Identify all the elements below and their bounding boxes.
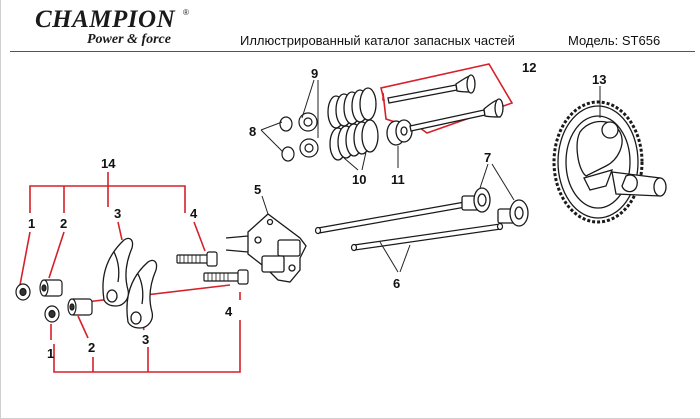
callout-labels: 1 2 3 4 1 2 3 4 5 6 7 8 9 10 11 12 13 14 <box>28 60 606 361</box>
callout-3-upper: 3 <box>114 206 121 221</box>
part-valve-springs <box>327 87 379 161</box>
logo-registered-mark: ® <box>183 8 189 17</box>
part-bushing-lower <box>67 298 93 316</box>
logo-brand: CHAMPION <box>35 6 176 33</box>
part-valve-stem-seal <box>386 119 413 146</box>
part-stud-lower <box>203 269 249 285</box>
part-camshaft-gear <box>552 100 667 224</box>
callout-6: 6 <box>393 276 400 291</box>
part-spring-retainers <box>298 112 319 158</box>
part-valves <box>387 74 504 132</box>
callout-10: 10 <box>352 172 366 187</box>
callout-8: 8 <box>249 124 256 139</box>
callout-14: 14 <box>101 156 116 171</box>
part-nut-lower <box>44 305 60 323</box>
callout-1-lower: 1 <box>47 346 54 361</box>
callout-7: 7 <box>484 150 491 165</box>
logo-tagline: Power & force <box>87 32 171 47</box>
part-bushing-upper <box>39 279 63 297</box>
champion-logo: CHAMPION ® Power & force <box>35 6 205 50</box>
callout-2-upper: 2 <box>60 216 67 231</box>
header-divider <box>10 51 695 52</box>
callout-2-lower: 2 <box>88 340 95 355</box>
part-guide-plate <box>225 213 307 283</box>
callout-1-upper: 1 <box>28 216 35 231</box>
part-rocker-arm-lower <box>126 259 158 329</box>
callout-3-lower: 3 <box>142 332 149 347</box>
part-valve-keepers <box>279 116 295 162</box>
callout-13: 13 <box>592 72 606 87</box>
callout-4-upper: 4 <box>190 206 198 221</box>
callout-11: 11 <box>391 172 405 187</box>
callout-5: 5 <box>254 182 261 197</box>
model-label: Модель: ST656 <box>568 33 661 48</box>
leader-lines <box>260 79 601 273</box>
group-bracket-14 <box>19 172 241 373</box>
callout-12: 12 <box>522 60 536 75</box>
part-stud-upper <box>176 251 218 267</box>
part-tappets <box>461 187 529 227</box>
catalog-title: Иллюстрированный каталог запасных частей <box>240 33 515 48</box>
part-nut-upper <box>15 283 31 301</box>
part-rocker-arm-upper <box>102 237 134 307</box>
callout-4-lower: 4 <box>225 304 233 319</box>
callout-9: 9 <box>311 66 318 81</box>
